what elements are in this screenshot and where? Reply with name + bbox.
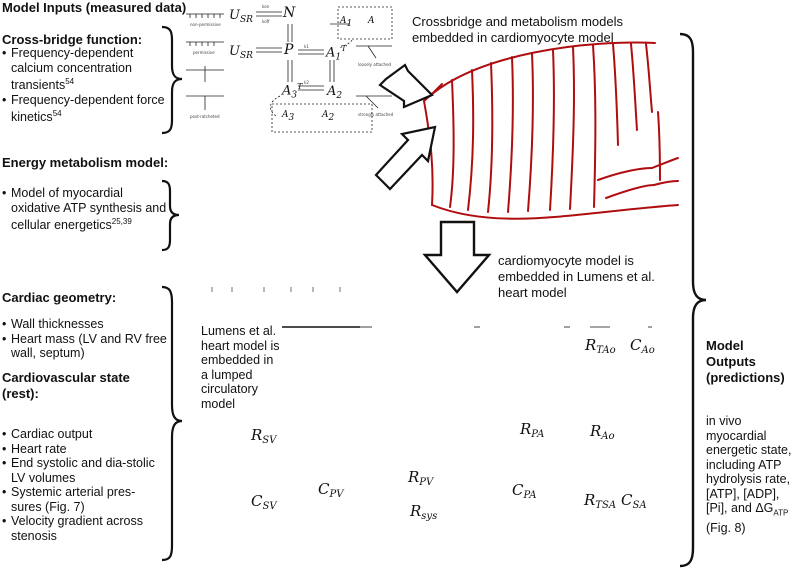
metabolism-list: Model of myocardial oxidative ATP synthe… [2,186,170,233]
arrow-crossbridge-to-myocyte [378,63,434,109]
rate-k1: k1 [304,44,309,49]
brace-outputs [679,32,707,568]
geometry-list: Wall thicknesses Heart mass (LV and RV f… [2,317,172,361]
crossbridge-title: Cross-bridge function: [2,32,143,47]
arrow-myocyte-to-heart [422,220,492,294]
state-p: P [284,42,294,58]
list-item: End systolic and dia-stolic LV volumes [2,456,162,485]
note-lumens: cardiomyocyte model is embedded in Lumen… [498,253,655,300]
list-item: Velocity gradient across stenosis [2,514,162,543]
list-item: Heart rate [2,442,162,457]
cv-state-list: Cardiac output Heart rate End systolic a… [2,427,162,543]
symbol-c-sv: CSV [251,492,277,512]
state-a1-box: A1 [340,16,353,29]
symbol-r-ao: RAo [590,422,615,442]
note-lumped: Lumens et al. heart model is embedded in… [201,324,280,411]
state-a2: A2 [327,84,343,101]
list-item: Heart mass (LV and RV free wall, septum) [2,332,172,361]
circuit-lines [211,287,652,328]
label-usr-mid: USR [229,44,253,61]
geometry-title: Cardiac geometry: [2,290,117,305]
state-a3-box: A3 [282,110,295,123]
symbol-c-ao: CAo [630,336,655,356]
cv-state-title: Cardiovascular state (rest): [2,370,130,401]
brace-metabolism [161,179,180,252]
arrow-metabolism-to-myocyte [374,125,437,191]
symbol-c-pv: CPV [318,480,344,500]
state-label-postratcheted: post-ratcheted [190,114,220,119]
list-item: Frequency-dependent force kinetics54 [2,93,167,125]
state-label-loosely: loosely attached [358,62,392,67]
symbol-r-tsa: RTSA [584,491,617,511]
symbol-r-pv: RPV [408,468,434,488]
list-item: Frequency-dependent calcium concentratio… [2,46,167,93]
outputs-text: in vivo myocardial energetic state, incl… [706,414,792,535]
state-label-permissive: permissive [193,50,215,55]
crossbridge-diagram [186,6,393,133]
list-item: Model of myocardial oxidative ATP synthe… [2,186,170,233]
list-item: Cardiac output [2,427,162,442]
rate-kon: kon [262,4,270,9]
rate-koff: koff [262,19,270,24]
symbol-r-sv: RSV [251,426,277,446]
state-a2-box: A2 [322,110,335,123]
symbol-r-pa: RPA [520,420,545,440]
note-embedded: Crossbridge and metabolism models embedd… [412,14,623,45]
label-usr-top: USR [229,8,253,25]
symbol-c-sa: CSA [621,491,647,511]
state-a1: A1T [326,44,347,63]
inputs-title: Model Inputs (measured data) [2,0,187,15]
crossbridge-list: Frequency-dependent calcium concentratio… [2,46,167,125]
state-label-nonpermissive: non-permissive [190,22,221,27]
metabolism-title: Energy metabolism model: [2,155,169,170]
state-a-box: A [368,16,375,26]
state-label-strongly: strongly attached [358,112,394,117]
state-a3: A3T [282,82,303,101]
symbol-r-sys: Rsys [410,502,438,522]
cardiomyocyte [423,41,679,220]
brace-crossbridge [161,25,183,135]
brace-inputs [161,285,183,562]
list-item: Wall thicknesses [2,317,172,332]
list-item: Systemic arterial pres-sures (Fig. 7) [2,485,162,514]
symbol-c-pa: CPA [512,481,537,501]
symbol-r-tao: RTAo [585,336,616,356]
state-n: N [283,5,296,21]
outputs-title: Model Outputs (predictions) [706,338,785,385]
rate-k2: k2 [304,80,309,85]
